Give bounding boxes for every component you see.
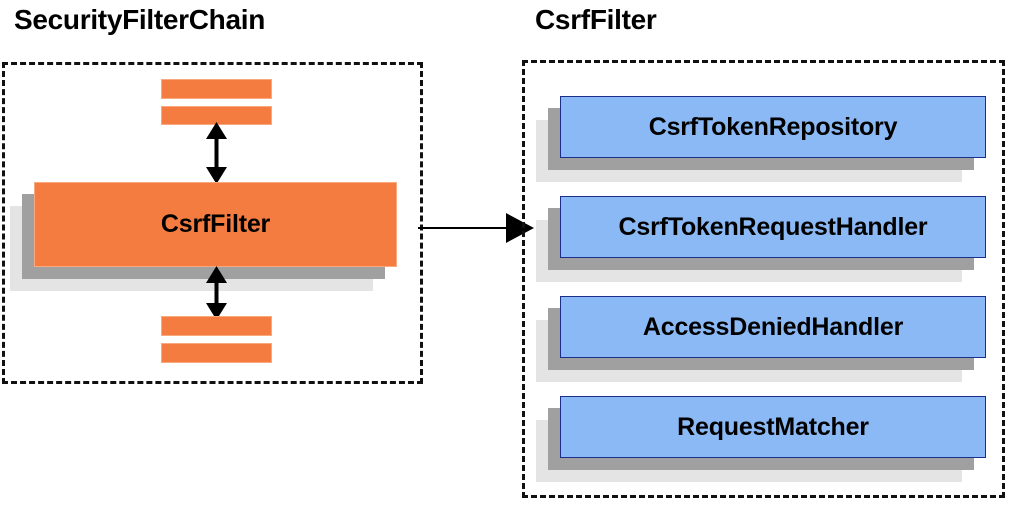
filter-bar-below-1 <box>161 316 272 336</box>
card-face: CsrfTokenRequestHandler <box>560 196 986 258</box>
csrf-filter-scope-box <box>522 60 1005 498</box>
security-filter-chain-scope-box <box>2 62 423 384</box>
component-label: CsrfTokenRequestHandler <box>618 212 928 241</box>
csrf-filter-label: CsrfFilter <box>160 210 271 238</box>
filter-bar-above-1 <box>161 79 272 99</box>
component-label: CsrfTokenRepository <box>648 112 898 141</box>
component-card-csrf-token-repository[interactable]: CsrfTokenRepository <box>536 96 986 182</box>
card-face: CsrfTokenRepository <box>560 96 986 158</box>
component-label: AccessDeniedHandler <box>642 312 904 341</box>
component-card-csrf-token-request-handler[interactable]: CsrfTokenRequestHandler <box>536 196 986 282</box>
component-card-access-denied-handler[interactable]: AccessDeniedHandler <box>536 296 986 382</box>
page-title-csrf-filter: CsrfFilter <box>535 4 657 35</box>
component-card-request-matcher[interactable]: RequestMatcher <box>536 396 986 482</box>
delegates-to-arrow <box>418 213 534 243</box>
page-title-security-filter-chain: SecurityFilterChain <box>14 4 266 35</box>
component-label: RequestMatcher <box>677 412 869 441</box>
card-face: CsrfFilter <box>34 182 397 267</box>
card-face: RequestMatcher <box>560 396 986 458</box>
chain-link-downward-arrow <box>206 266 227 320</box>
filter-bar-below-2 <box>161 343 272 363</box>
csrf-filter-card[interactable]: CsrfFilter <box>10 182 397 291</box>
card-face: AccessDeniedHandler <box>560 296 986 358</box>
chain-link-upward-arrow <box>206 122 227 184</box>
